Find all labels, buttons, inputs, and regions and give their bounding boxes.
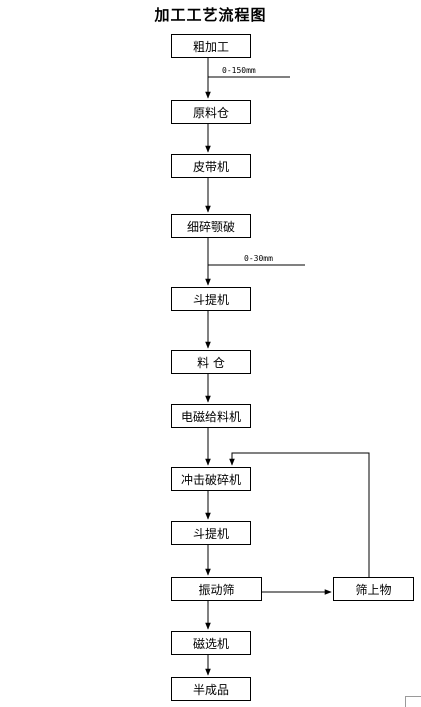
node-raw-silo: 原料仓 [171,100,251,124]
node-jaw-crusher: 细碎颚破 [171,214,251,238]
node-vibrating-screen: 振动筛 [171,577,262,601]
corner-mark [405,696,421,707]
node-semi-finished: 半成品 [171,677,251,701]
node-belt-conveyor: 皮带机 [171,154,251,178]
node-bucket-elevator-2: 斗提机 [171,521,251,545]
node-rough-processing: 粗加工 [171,34,251,58]
node-impact-crusher: 冲击破碎机 [171,467,251,491]
node-silo: 料 仓 [171,350,251,374]
node-magnetic-separator: 磁选机 [171,631,251,655]
node-oversize: 筛上物 [333,577,414,601]
diagram-title: 加工工艺流程图 [154,6,267,24]
node-magnetic-feeder: 电磁给料机 [171,404,251,428]
size-label-150: 0-150mm [222,66,256,75]
node-bucket-elevator-1: 斗提机 [171,287,251,311]
recycle-line [229,452,370,578]
size-label-30: 0-30mm [244,254,273,263]
